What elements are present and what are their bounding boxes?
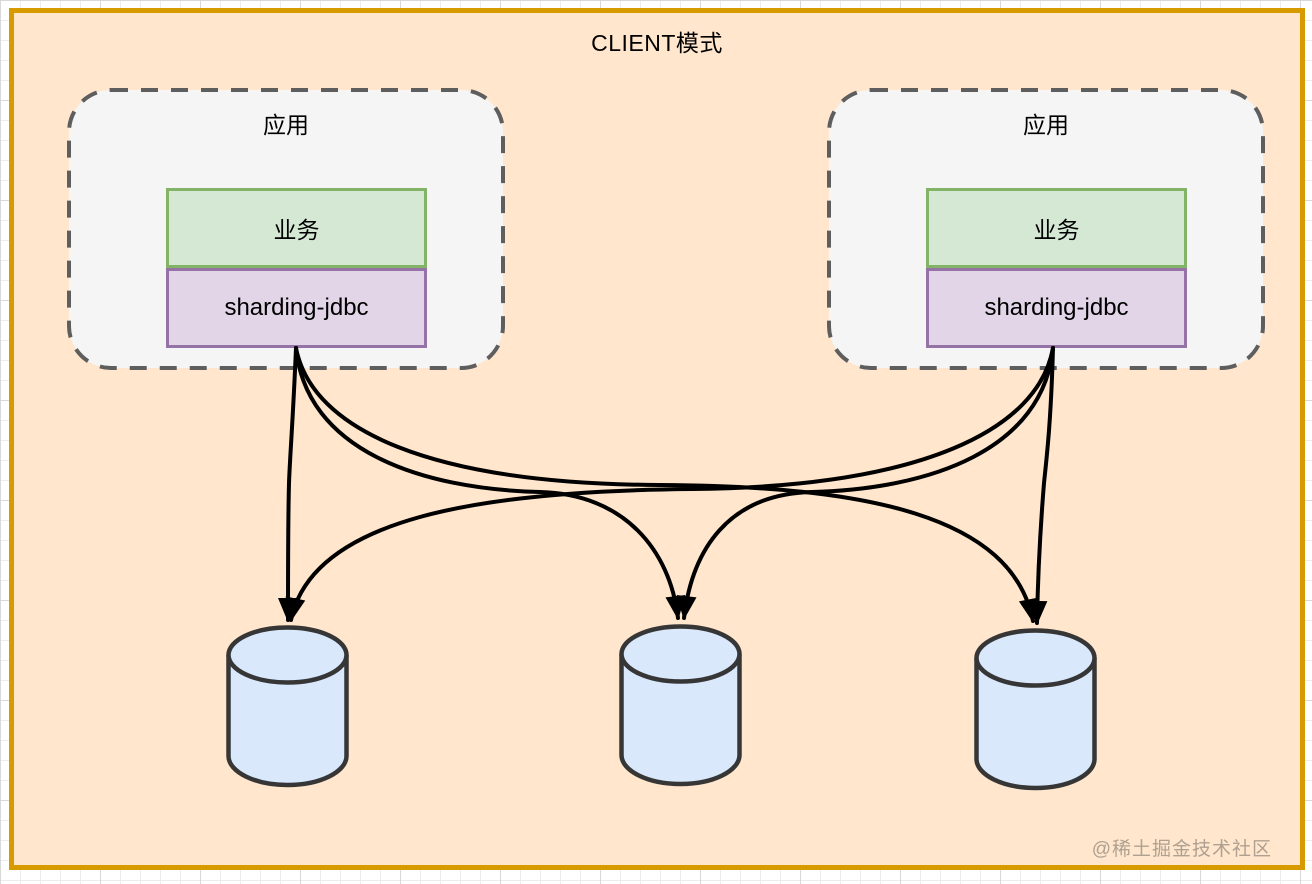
business-box: 业务 (926, 188, 1187, 268)
app-container-2: 应用 业务 sharding-jdbc (829, 90, 1263, 368)
database-3 (974, 628, 1097, 792)
watermark: @稀土掘金技术社区 (1091, 839, 1272, 860)
database-cylinder-icon (226, 625, 349, 788)
database-cylinder-icon (974, 628, 1097, 791)
diagram-title: CLIENT模式 (591, 30, 723, 56)
business-box: 业务 (166, 188, 427, 268)
app-label: 应用 (1023, 112, 1069, 138)
app-label: 应用 (263, 112, 309, 138)
sharding-jdbc-box: sharding-jdbc (926, 268, 1187, 348)
database-1 (226, 625, 349, 789)
database-cylinder-icon (619, 624, 742, 787)
app-container-1: 应用 业务 sharding-jdbc (69, 90, 503, 368)
database-2 (619, 624, 742, 788)
sharding-jdbc-box: sharding-jdbc (166, 268, 427, 348)
